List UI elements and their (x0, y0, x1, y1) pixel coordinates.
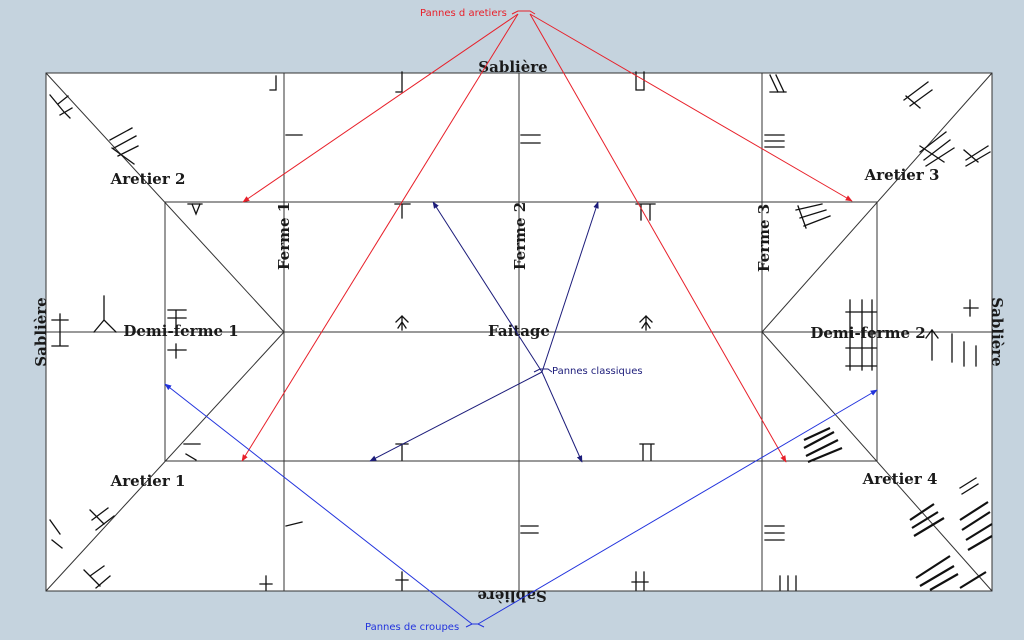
annotation-pannes-aretiers-text: Pannes d aretiers (420, 8, 507, 19)
mark-ridge-right (925, 328, 977, 367)
mark-right-lower-small (959, 477, 979, 495)
label-sabliere-top: Sablière (478, 58, 547, 76)
mark-right-bottom-corner (915, 555, 987, 591)
label-aretier-4: Aretier 4 (862, 470, 938, 488)
truss-lines (46, 73, 992, 591)
label-aretier-1: Aretier 1 (110, 472, 186, 490)
mark-ridge-left (93, 295, 117, 333)
mark-left-corner-bottom (83, 565, 111, 589)
mark-aretier2 (109, 127, 139, 165)
mark-ferme3-lower (764, 525, 785, 541)
mark-inner-3 (635, 203, 656, 221)
mark-demi2 (845, 299, 877, 371)
mark-top-a (395, 71, 403, 93)
label-aretier-3: Aretier 3 (864, 166, 940, 184)
mark-aretier3 (919, 131, 955, 167)
mark-bottom-d (779, 575, 797, 591)
annotation-pannes-classiques-text: Pannes classiques (552, 366, 643, 377)
mark-left-corner (49, 94, 73, 119)
mark-bottom-a (259, 575, 273, 591)
label-sabliere-bottom: Sablière (477, 587, 546, 605)
mark-aretier4 (909, 501, 993, 551)
mark-ridge-left-edge (51, 313, 69, 347)
hip-line-1 (45, 72, 285, 333)
blue-leader-2 (477, 389, 878, 625)
annotation-pannes-croupes: Pannes de croupes (164, 383, 878, 633)
mark-bottom-c (631, 571, 649, 591)
navy-leader-1 (432, 201, 543, 373)
mark-right-corner-top (903, 81, 933, 109)
mark-ridge-ferme1 (395, 315, 409, 331)
label-ferme-3: Ferme 3 (755, 204, 773, 272)
navy-leader-2 (541, 201, 599, 373)
mark-inner-8 (803, 427, 843, 464)
label-faitage: Faitage (488, 322, 550, 340)
mark-demi1-a (167, 309, 187, 327)
hip-line-2 (45, 331, 285, 592)
mark-ridge-right-edge (963, 299, 979, 317)
label-ferme-1: Ferme 1 (275, 202, 293, 270)
mark-ridge-ferme3 (639, 315, 653, 331)
navy-leader-4 (541, 371, 583, 463)
mark-right-edge-top (963, 145, 991, 167)
mark-bottom-b (395, 571, 409, 591)
carpenter-marks (49, 71, 993, 591)
mark-ferme1-top (269, 75, 277, 91)
hip-lines (45, 72, 993, 592)
red-leader-3 (529, 13, 853, 202)
label-demi-ferme-2: Demi-ferme 2 (810, 324, 925, 342)
label-sabliere-right: Sablière (988, 297, 1006, 366)
mark-ferme2-lower (520, 525, 539, 534)
mark-aretier1 (89, 507, 115, 531)
hip-line-4 (761, 331, 993, 592)
labels: Sablière Sablière Sablière Sablière Aret… (32, 58, 1006, 605)
mark-demi1-b (167, 343, 187, 359)
mark-ferme3-upper (764, 134, 785, 148)
blue-leader-1 (164, 383, 473, 625)
mark-inner-2 (394, 203, 411, 219)
mark-inner-4 (795, 203, 831, 229)
pannes-aretiers-bracket (511, 10, 536, 15)
mark-inner-7 (639, 443, 655, 461)
annotation-pannes-classiques: Pannes classiques (369, 201, 643, 463)
hip-line-3 (761, 72, 993, 333)
pannes-classiques-bracket (533, 368, 553, 373)
label-aretier-2: Aretier 2 (110, 170, 186, 188)
annotation-pannes-aretiers: Pannes d aretiers (241, 8, 853, 463)
mark-inner-5 (183, 443, 201, 461)
label-ferme-2: Ferme 2 (511, 202, 529, 270)
navy-leader-3 (369, 371, 543, 462)
mark-right-top (769, 74, 787, 93)
label-demi-ferme-1: Demi-ferme 1 (123, 322, 238, 340)
label-sabliere-left: Sablière (32, 297, 50, 366)
pannes-croupes-bracket (465, 623, 485, 628)
red-leader-1 (242, 13, 519, 203)
red-leader-4 (529, 13, 787, 463)
mark-left-lower (49, 519, 63, 549)
red-leader-2 (241, 13, 519, 462)
mark-ferme1-lower (285, 521, 303, 527)
mark-ferme2-upper (520, 134, 541, 144)
mark-inner-1 (187, 203, 203, 216)
annotation-pannes-croupes-text: Pannes de croupes (365, 622, 459, 633)
